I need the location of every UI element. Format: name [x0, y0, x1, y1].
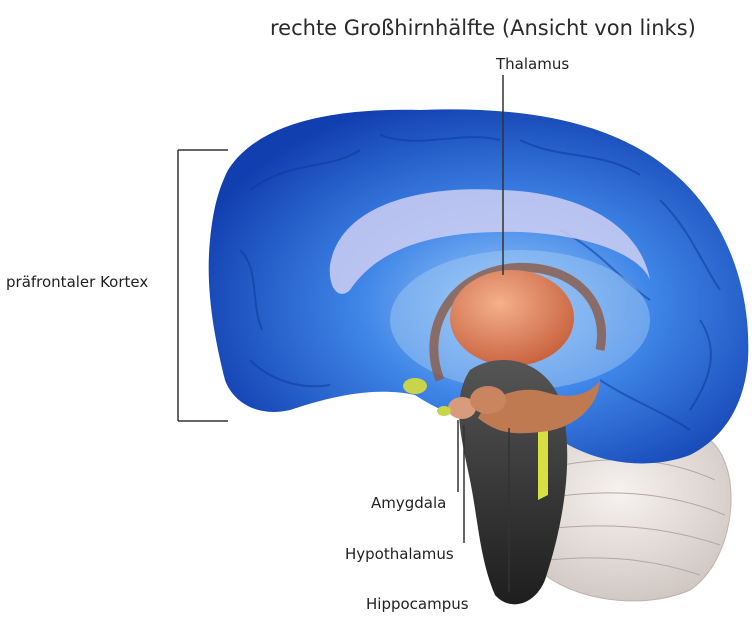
label-praefrontaler-kortex: präfrontaler Kortex — [6, 275, 148, 290]
thalamus-shape — [450, 270, 574, 366]
label-thalamus: Thalamus — [496, 57, 569, 72]
olfactory-bulb — [403, 378, 427, 394]
label-hippocampus: Hippocampus — [366, 597, 469, 612]
diagram-title: rechte Großhirnhälfte (Ansicht von links… — [270, 18, 696, 39]
label-hypothalamus: Hypothalamus — [345, 547, 454, 562]
mammillary-body — [437, 406, 451, 416]
label-amygdala: Amygdala — [371, 496, 446, 511]
hypothalamus-shape — [470, 386, 506, 414]
fornix-highlight — [538, 425, 548, 500]
